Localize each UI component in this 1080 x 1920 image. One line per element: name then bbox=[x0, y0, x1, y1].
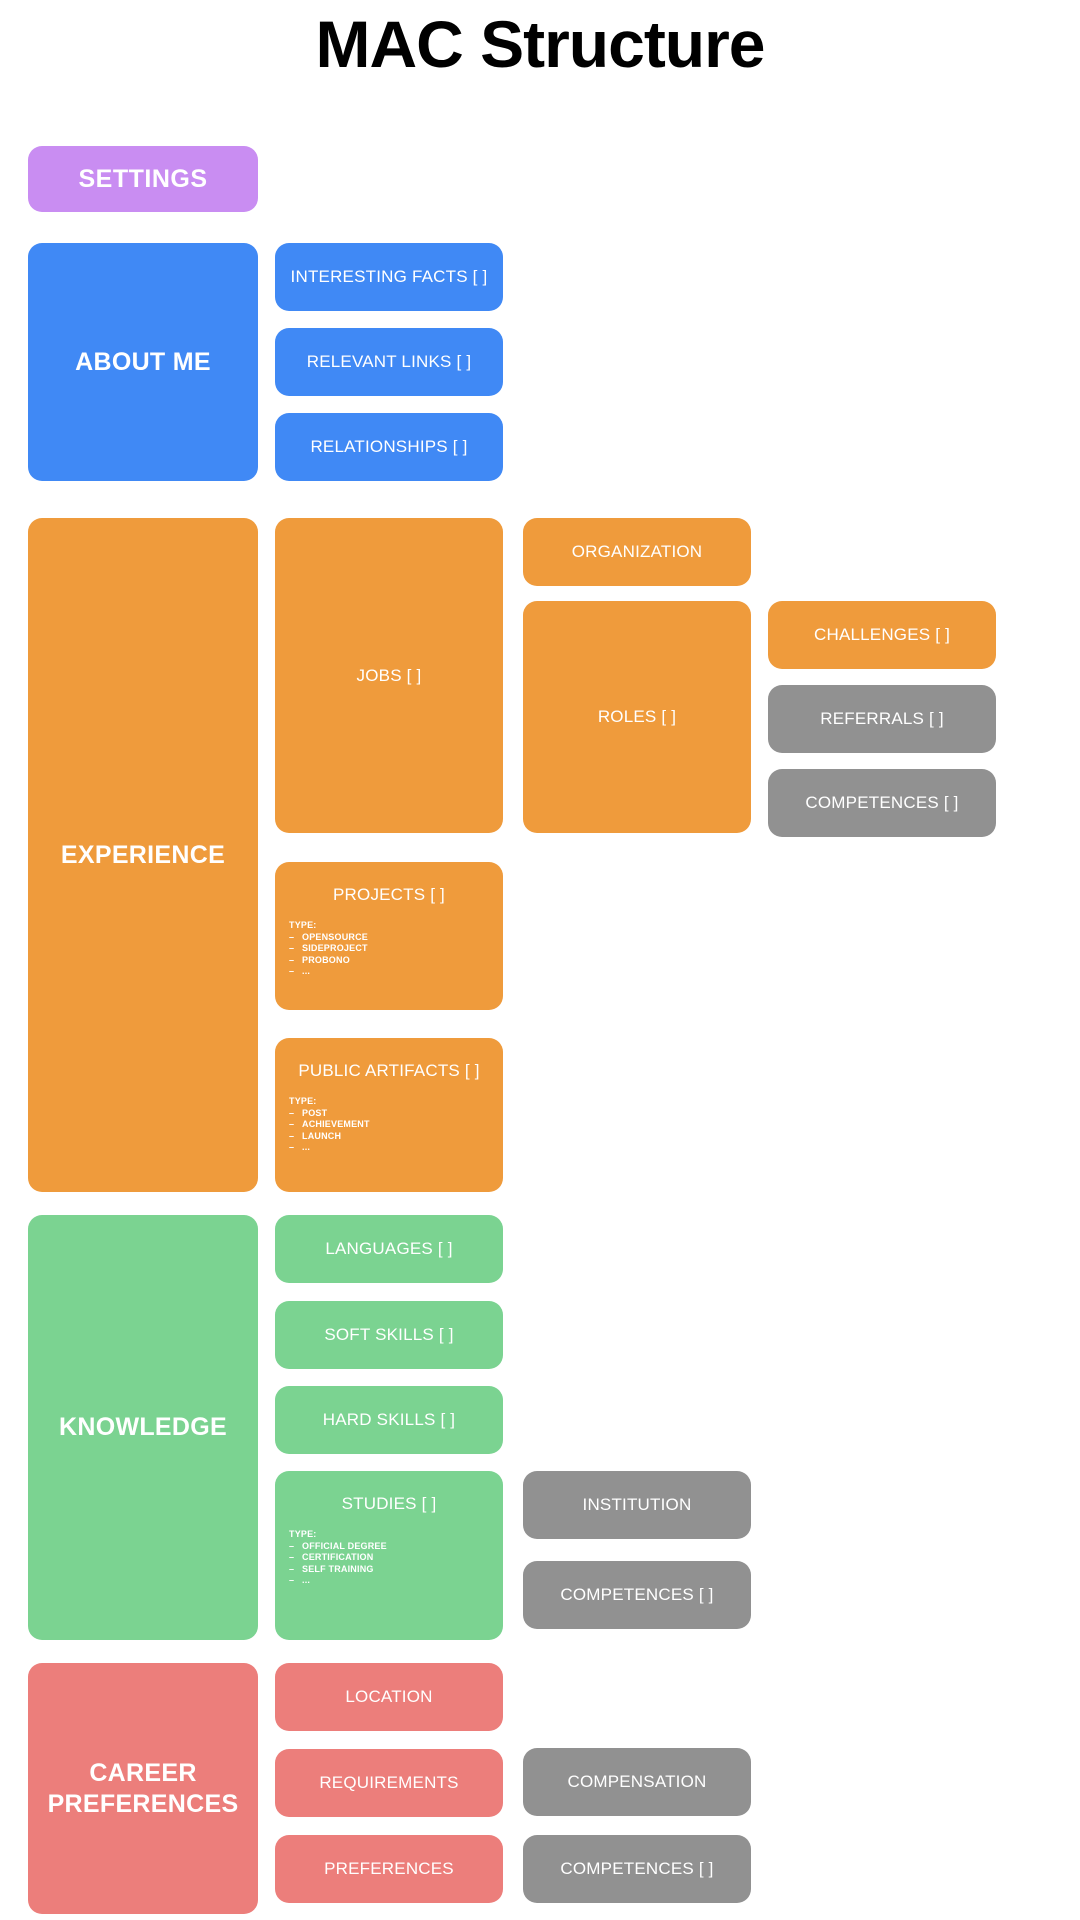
section-career-preferences-label: CAREER PREFERENCES bbox=[34, 1758, 252, 1820]
career-requirements[interactable]: REQUIREMENTS bbox=[275, 1749, 503, 1817]
type-heading: TYPE: bbox=[289, 920, 317, 930]
experience-projects-type-list: TYPE: –OPENSOURCE –SIDEPROJECT –PROBONO … bbox=[289, 920, 503, 978]
career-preferences-item-label: PREFERENCES bbox=[324, 1859, 454, 1878]
section-experience[interactable]: EXPERIENCE bbox=[28, 518, 258, 1192]
type-item: –OPENSOURCE bbox=[289, 931, 369, 942]
type-item: –ACHIEVEMENT bbox=[289, 1119, 370, 1129]
type-item: –SIDEPROJECT bbox=[289, 943, 368, 953]
type-item: –PROBONO bbox=[289, 954, 350, 965]
career-location-label: LOCATION bbox=[345, 1687, 433, 1706]
type-item: –OFFICIAL DEGREE bbox=[289, 1540, 387, 1551]
about-me-relationships-label: RELATIONSHIPS [ ] bbox=[310, 437, 468, 456]
career-requirements-label: REQUIREMENTS bbox=[319, 1773, 459, 1792]
section-about-me-label: ABOUT ME bbox=[75, 347, 211, 376]
career-preferences-item[interactable]: PREFERENCES bbox=[275, 1835, 503, 1903]
about-me-interesting-facts-label: INTERESTING FACTS [ ] bbox=[290, 267, 488, 286]
experience-organization-label: ORGANIZATION bbox=[571, 542, 703, 561]
career-preferences-line1: CAREER bbox=[89, 1758, 197, 1787]
type-item: –CERTIFICATION bbox=[289, 1552, 374, 1562]
settings-label: SETTINGS bbox=[78, 164, 208, 193]
type-item: –... bbox=[289, 1575, 311, 1585]
section-knowledge-label: KNOWLEDGE bbox=[59, 1413, 227, 1441]
knowledge-competences-label: COMPETENCES [ ] bbox=[560, 1585, 714, 1604]
knowledge-competences[interactable]: COMPETENCES [ ] bbox=[523, 1561, 751, 1629]
knowledge-hard-skills-label: HARD SKILLS [ ] bbox=[322, 1410, 456, 1429]
career-compensation[interactable]: COMPENSATION bbox=[523, 1748, 751, 1816]
type-item: –SELF TRAINING bbox=[289, 1563, 374, 1574]
about-me-relevant-links[interactable]: RELEVANT LINKS [ ] bbox=[275, 328, 503, 396]
experience-projects[interactable]: PROJECTS [ ] TYPE: –OPENSOURCE –SIDEPROJ… bbox=[275, 862, 503, 1010]
experience-roles-label: ROLES [ ] bbox=[597, 707, 677, 726]
career-preferences-line2: PREFERENCES bbox=[47, 1789, 239, 1818]
section-about-me[interactable]: ABOUT ME bbox=[28, 243, 258, 481]
experience-jobs[interactable]: JOBS [ ] bbox=[275, 518, 503, 833]
career-compensation-label: COMPENSATION bbox=[567, 1772, 707, 1791]
experience-jobs-label: JOBS [ ] bbox=[356, 665, 422, 685]
knowledge-institution-label: INSTITUTION bbox=[582, 1495, 692, 1514]
section-knowledge[interactable]: KNOWLEDGE bbox=[28, 1215, 258, 1640]
experience-organization[interactable]: ORGANIZATION bbox=[523, 518, 751, 586]
type-item: –... bbox=[289, 1142, 311, 1152]
knowledge-languages-label: LANGUAGES [ ] bbox=[325, 1239, 453, 1258]
knowledge-hard-skills[interactable]: HARD SKILLS [ ] bbox=[275, 1386, 503, 1454]
knowledge-institution[interactable]: INSTITUTION bbox=[523, 1471, 751, 1539]
knowledge-languages[interactable]: LANGUAGES [ ] bbox=[275, 1215, 503, 1283]
experience-referrals-label: REFERRALS [ ] bbox=[820, 709, 944, 728]
career-competences[interactable]: COMPETENCES [ ] bbox=[523, 1835, 751, 1903]
knowledge-soft-skills[interactable]: SOFT SKILLS [ ] bbox=[275, 1301, 503, 1369]
section-career-preferences[interactable]: CAREER PREFERENCES bbox=[28, 1663, 258, 1914]
career-location[interactable]: LOCATION bbox=[275, 1663, 503, 1731]
experience-competences-label: COMPETENCES [ ] bbox=[805, 793, 959, 812]
experience-challenges-label: CHALLENGES [ ] bbox=[813, 625, 950, 644]
type-heading: TYPE: bbox=[289, 1529, 317, 1539]
section-experience-label: EXPERIENCE bbox=[60, 840, 226, 869]
experience-projects-label: PROJECTS [ ] bbox=[333, 885, 445, 904]
experience-public-artifacts-type-list: TYPE: –POST –ACHIEVEMENT –LAUNCH –... bbox=[289, 1096, 503, 1154]
experience-referrals[interactable]: REFERRALS [ ] bbox=[768, 685, 996, 753]
type-item: –... bbox=[289, 966, 311, 976]
about-me-relationships[interactable]: RELATIONSHIPS [ ] bbox=[275, 413, 503, 481]
knowledge-studies-type-list: TYPE: –OFFICIAL DEGREE –CERTIFICATION –S… bbox=[289, 1529, 503, 1587]
experience-public-artifacts[interactable]: PUBLIC ARTIFACTS [ ] TYPE: –POST –ACHIEV… bbox=[275, 1038, 503, 1192]
experience-competences[interactable]: COMPETENCES [ ] bbox=[768, 769, 996, 837]
career-competences-label: COMPETENCES [ ] bbox=[560, 1859, 714, 1878]
knowledge-studies[interactable]: STUDIES [ ] TYPE: –OFFICIAL DEGREE –CERT… bbox=[275, 1471, 503, 1640]
experience-challenges[interactable]: CHALLENGES [ ] bbox=[768, 601, 996, 669]
experience-public-artifacts-label: PUBLIC ARTIFACTS [ ] bbox=[298, 1061, 480, 1080]
experience-roles[interactable]: ROLES [ ] bbox=[523, 601, 751, 833]
about-me-relevant-links-label: RELEVANT LINKS [ ] bbox=[306, 352, 472, 371]
type-heading: TYPE: bbox=[289, 1096, 317, 1106]
settings-button[interactable]: SETTINGS bbox=[28, 146, 258, 212]
page-title: MAC Structure bbox=[315, 7, 765, 81]
knowledge-studies-label: STUDIES [ ] bbox=[341, 1494, 437, 1513]
type-item: –POST bbox=[289, 1107, 328, 1118]
about-me-interesting-facts[interactable]: INTERESTING FACTS [ ] bbox=[275, 243, 503, 311]
type-item: –LAUNCH bbox=[289, 1130, 342, 1141]
knowledge-soft-skills-label: SOFT SKILLS [ ] bbox=[324, 1325, 454, 1344]
